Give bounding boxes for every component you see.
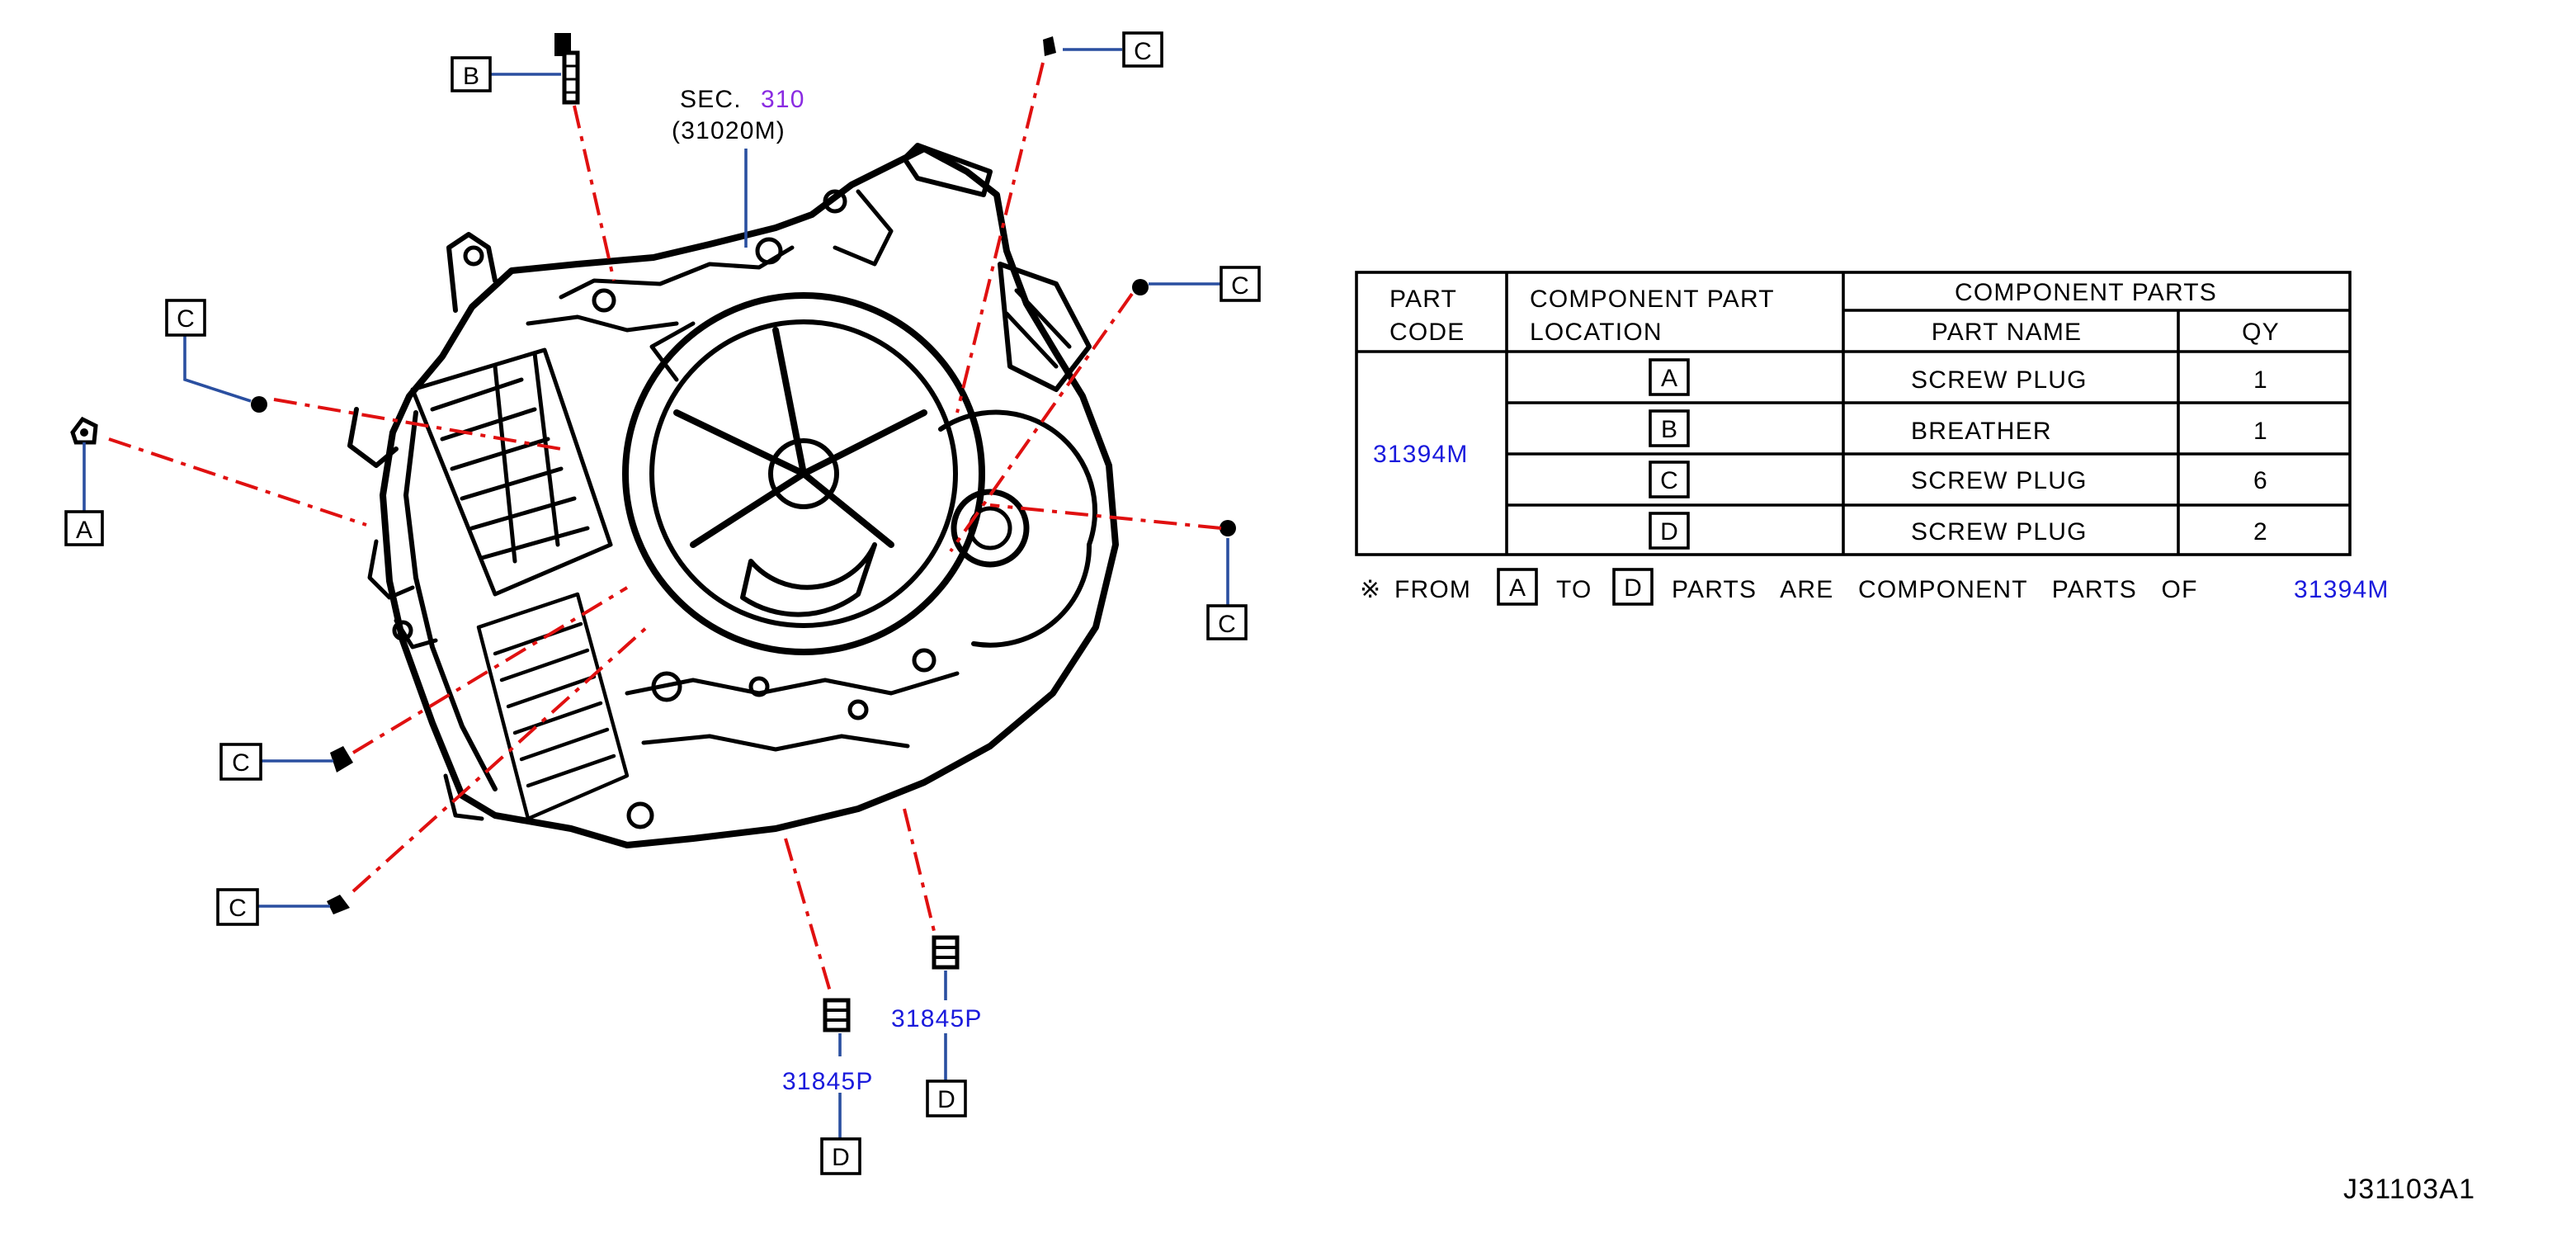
header-part-name: PART NAME — [1932, 319, 2083, 346]
row-location-box: B — [1661, 416, 1677, 443]
plug-c-left-low-icon — [327, 895, 350, 914]
callout-b: B — [451, 56, 492, 92]
leader-lines — [83, 48, 1229, 1139]
note-mark: ※ — [1360, 576, 1381, 603]
table-row: A SCREW PLUG 1 — [1649, 358, 2268, 396]
row-location-box: C — [1660, 467, 1678, 494]
callout-c-left-upper: C — [165, 299, 206, 337]
row-part-name: SCREW PLUG — [1911, 366, 2088, 394]
part-number-31845p-right[interactable]: 31845P — [891, 1005, 983, 1032]
note-to-box: D — [1624, 574, 1642, 602]
svg-text:C: C — [177, 305, 195, 333]
plug-c-right-lower-icon — [1220, 520, 1236, 536]
row-part-name: SCREW PLUG — [1911, 518, 2088, 546]
table-row: B BREATHER 1 — [1649, 409, 2268, 447]
note-part-code[interactable]: 31394M — [2294, 576, 2390, 603]
drain-plug-d1-icon — [823, 998, 851, 1032]
diagram-id: J31103A1 — [2343, 1174, 2475, 1205]
svg-text:D: D — [937, 1086, 955, 1113]
svg-text:D: D — [832, 1144, 850, 1171]
callout-c-left-mid: C — [219, 743, 262, 781]
section-number[interactable]: 310 — [761, 86, 805, 113]
note-from: FROM — [1394, 576, 1471, 603]
svg-text:C: C — [1218, 611, 1236, 638]
row-qy: 6 — [2253, 467, 2268, 494]
callout-d-1: D — [820, 1137, 861, 1175]
callout-c-top: C — [1122, 31, 1163, 68]
plug-c-icons — [251, 36, 1236, 914]
callout-c-right-lower: C — [1206, 604, 1248, 640]
plug-c-left-upper-icon — [251, 396, 267, 413]
svg-text:A: A — [76, 517, 92, 544]
svg-text:B: B — [463, 63, 479, 90]
callout-d-2: D — [926, 1079, 967, 1117]
row-location-box: D — [1660, 518, 1678, 546]
header-component-parts: COMPONENT PARTS — [1955, 279, 2217, 306]
svg-text:C: C — [1231, 272, 1249, 300]
row-part-name: SCREW PLUG — [1911, 467, 2088, 494]
plug-c-right-upper-icon — [1132, 279, 1149, 295]
row-qy: 1 — [2253, 418, 2268, 445]
callout-c-left-low: C — [216, 888, 259, 926]
component-parts-table: PART CODE COMPONENT PART LOCATION COMPON… — [1355, 271, 2352, 556]
section-subref: (31020M) — [672, 117, 786, 144]
table-row: C SCREW PLUG 6 — [1649, 461, 2268, 498]
svg-text:C: C — [1134, 38, 1152, 65]
part-icon-a-plug — [70, 416, 98, 445]
header-qy: QY — [2242, 319, 2280, 346]
header-part-code-line2: CODE — [1389, 319, 1465, 346]
breather-icon — [554, 33, 580, 105]
row-location-box: A — [1661, 365, 1677, 392]
svg-text:C: C — [229, 895, 247, 922]
assembly-lines — [108, 62, 1222, 998]
part-number-31845p-left[interactable]: 31845P — [782, 1068, 874, 1095]
drain-plug-d2-icon — [932, 935, 960, 970]
plug-c-top-icon — [1043, 36, 1056, 56]
plug-c-left-mid-icon — [330, 746, 353, 772]
table-row: D SCREW PLUG 2 — [1649, 512, 2268, 550]
header-location-line1: COMPONENT PART — [1530, 286, 1775, 313]
header-part-code-line1: PART — [1389, 286, 1457, 313]
component-note: ※ FROM A TO D PARTS ARE COMPONENT PARTS … — [1360, 568, 2390, 606]
note-from-box: A — [1509, 574, 1526, 602]
callout-a: A — [64, 510, 104, 546]
part-code-31394m[interactable]: 31394M — [1373, 441, 1469, 468]
transmission-assembly-illustration — [347, 143, 1119, 848]
row-qy: 2 — [2253, 518, 2268, 546]
header-location-line2: LOCATION — [1530, 319, 1663, 346]
row-qy: 1 — [2253, 366, 2268, 394]
row-part-name: BREATHER — [1911, 418, 2052, 445]
note-to: TO — [1556, 576, 1592, 603]
note-text: PARTS ARE COMPONENT PARTS OF — [1672, 576, 2198, 603]
svg-text:C: C — [232, 749, 250, 777]
callout-c-right-upper: C — [1220, 266, 1261, 302]
section-prefix: SEC. — [680, 86, 742, 113]
